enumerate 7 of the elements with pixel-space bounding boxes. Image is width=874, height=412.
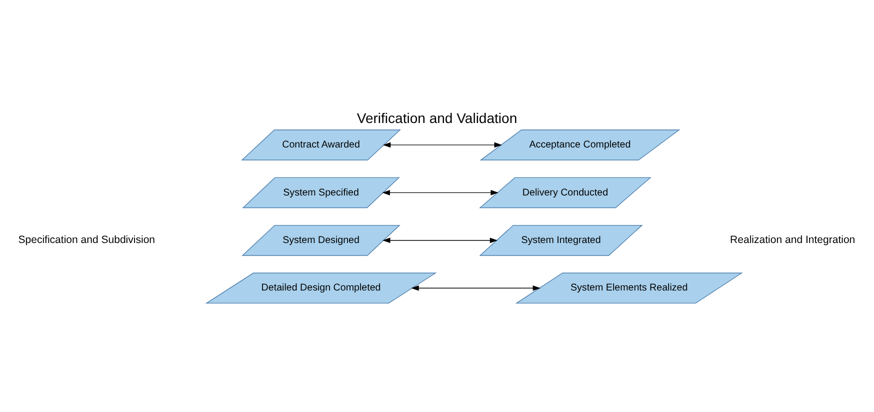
diagram-title: Verification and Validation: [356, 110, 518, 126]
label: Specification and Subdivision: [18, 234, 156, 246]
arrow: [382, 190, 498, 196]
arrow: [382, 142, 502, 148]
arrow: [382, 238, 498, 244]
arrow: [411, 285, 541, 291]
label: Realization and Integration: [730, 234, 856, 246]
